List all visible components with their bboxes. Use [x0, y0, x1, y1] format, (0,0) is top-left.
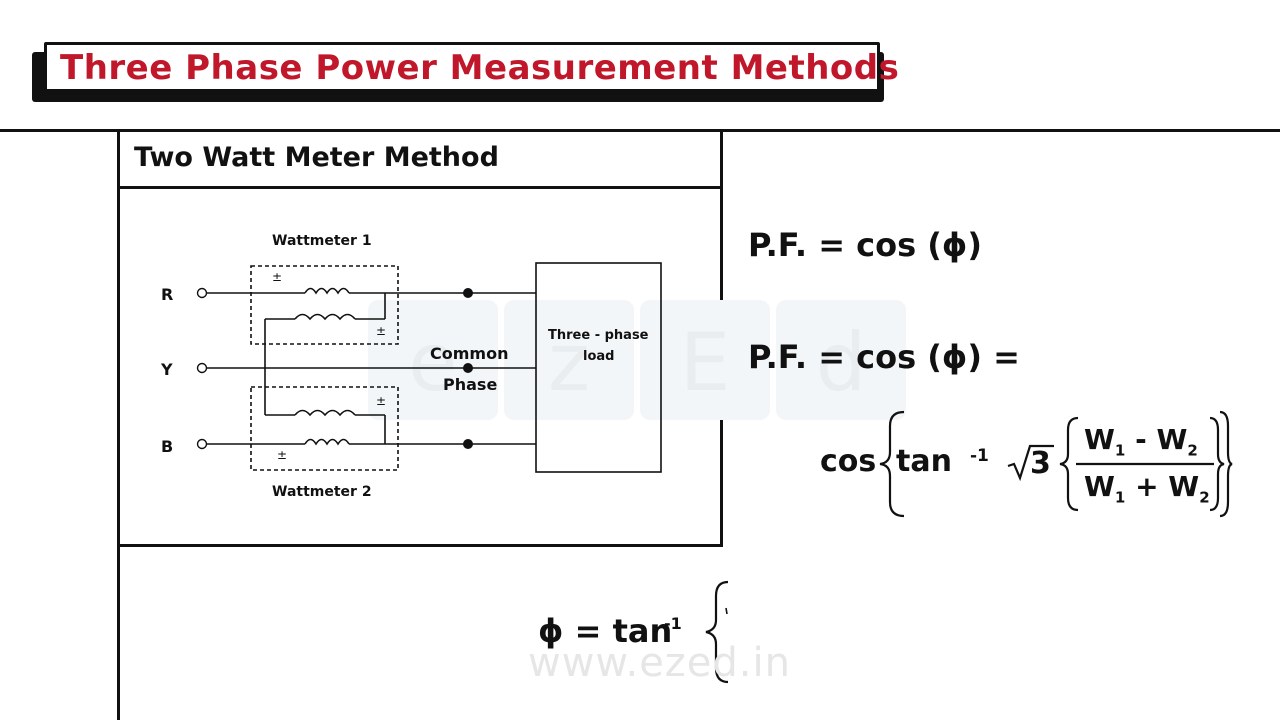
w1-subscript: 1	[1114, 488, 1126, 507]
sqrt-3-text: 3	[1030, 446, 1051, 481]
y-terminal	[196, 362, 208, 374]
wattmeter-2-label: Wattmeter 2	[272, 484, 372, 500]
section-left-border	[117, 129, 120, 720]
phi-left-brace	[705, 580, 729, 684]
polarity-mark: ±	[272, 270, 283, 284]
sqrt-sign	[1007, 444, 1054, 482]
w2-subscript: 2	[1187, 441, 1198, 460]
wattmeter-2-potential-coil	[294, 409, 356, 417]
inverse-superscript: -1	[970, 446, 989, 466]
minus-sign: -	[1135, 423, 1147, 456]
wattmeter-2-current-coil	[304, 438, 350, 446]
wattmeter-1-potential-coil	[294, 313, 356, 321]
phi-inverse-superscript: -1	[664, 614, 682, 633]
inner-right-brace	[1209, 416, 1225, 512]
power-factor-formula: P.F. = cos (ϕ)	[748, 226, 983, 264]
polarity-mark: ±	[277, 448, 288, 462]
w1-symbol: W	[1084, 470, 1115, 503]
b-terminal	[196, 438, 208, 450]
watermark-letter: e	[408, 316, 457, 409]
phase-b-label: B	[161, 437, 174, 456]
junction-dot	[463, 439, 473, 449]
wattmeter-1-box	[250, 265, 399, 345]
load-label-line2: load	[583, 349, 615, 364]
polarity-mark: ±	[376, 394, 387, 408]
outer-left-brace	[879, 410, 905, 518]
w1-subscript: 1	[1114, 441, 1126, 460]
polarity-mark: ±	[376, 324, 387, 338]
phase-r-label: R	[161, 285, 174, 304]
section-title: Two Watt Meter Method	[134, 142, 499, 173]
watermark-letter: z	[548, 316, 590, 409]
common-label: Common	[430, 344, 509, 363]
w2-symbol: W	[1156, 423, 1188, 456]
three-phase-load-box	[535, 262, 662, 473]
r-terminal	[196, 287, 208, 299]
load-label-line1: Three - phase	[548, 328, 649, 343]
junction-dot	[463, 288, 473, 298]
inner-left-brace	[1059, 416, 1079, 512]
watermark-letter: d	[816, 316, 867, 409]
wattmeter-1-current-coil	[304, 287, 350, 295]
numerator: W1 - W2	[1084, 423, 1198, 460]
power-factor-formula-expanded: P.F. = cos (ϕ) =	[748, 338, 1020, 376]
header-divider	[0, 129, 1280, 132]
phase-label: Phase	[443, 375, 498, 394]
outer-right-brace	[1219, 410, 1233, 518]
w1-symbol: W	[1084, 423, 1115, 456]
wattmeter-1-label: Wattmeter 1	[272, 233, 372, 249]
section-bottom-border	[117, 544, 723, 547]
phi-formula: ϕ = tan	[538, 612, 673, 650]
watermark-logo: e z E d	[368, 300, 906, 420]
tan-text: tan	[896, 444, 952, 479]
junction-dot	[463, 363, 473, 373]
denominator: W1 + W2	[1084, 470, 1210, 507]
section-title-divider	[117, 186, 723, 189]
watermark-letter: E	[680, 316, 731, 409]
cos-text: cos	[820, 444, 877, 479]
wattmeter-2-box	[250, 386, 399, 471]
phase-y-label: Y	[161, 360, 173, 379]
plus-sign: +	[1135, 470, 1159, 503]
watermark-text: www.ezed.in	[528, 640, 791, 686]
w2-subscript: 2	[1199, 488, 1210, 507]
page-title: Three Phase Power Measurement Methods	[60, 48, 900, 88]
w2-symbol: W	[1168, 470, 1200, 503]
formula-brackets	[879, 410, 1233, 518]
title-banner	[44, 42, 880, 92]
